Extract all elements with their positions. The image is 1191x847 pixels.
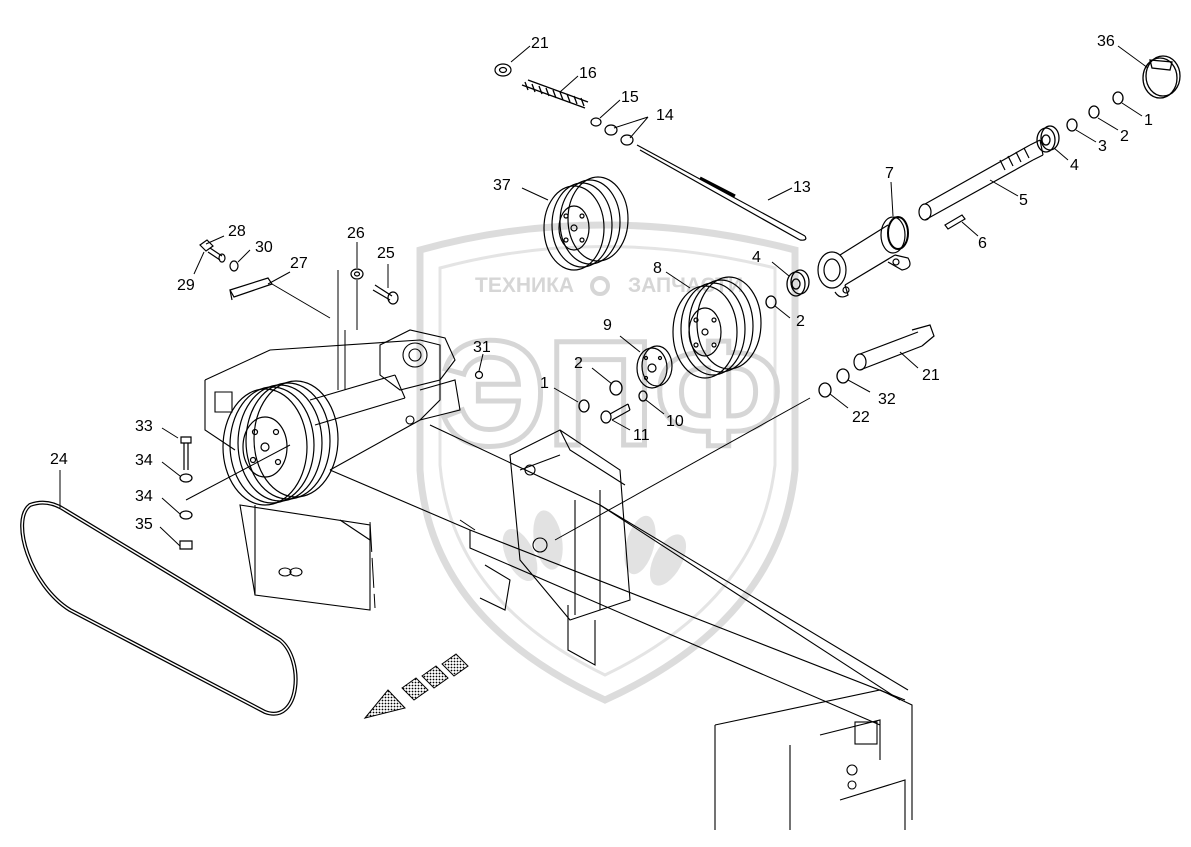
part-8-pulley [672,276,762,379]
watermark: ТЕХНИКА ЗАПЧАСТИ ЭПФ [416,221,799,704]
leader-lines [59,45,1149,609]
callout-8: 8 [653,260,662,277]
callout-9: 9 [603,317,612,334]
part-29-bolt-head [199,239,214,252]
part-34-washer-upper [179,473,193,483]
callout-6: 6 [978,235,987,252]
bolt-assembly-28-30 [199,239,239,272]
callout-35: 35 [135,516,153,533]
part-36-hose-clamp [1142,55,1181,99]
part-3-ring [1066,118,1078,132]
part-1-ring [1112,91,1124,105]
callout-5: 5 [1019,192,1028,209]
part-22-ring [818,382,832,398]
callout-22: 22 [852,409,870,426]
vertical-bolt-stack [179,436,193,550]
installed-pulley [222,380,339,506]
callout-29: 29 [177,277,195,294]
callout-12: 13 [793,179,811,196]
callout-32: 32 [878,391,896,408]
part-27-bracket [229,277,273,301]
part-31-pin [474,370,484,380]
upper-rings [765,91,1124,309]
callout-3: 3 [1098,138,1107,155]
part-26-nut [350,268,364,280]
part-15-spring [521,79,589,109]
gear-icon [590,276,610,296]
callout-31: 31 [473,339,491,356]
callout-36: 36 [1097,33,1115,50]
part-6-key [944,214,966,230]
small-washers [578,380,648,413]
part-4-bearing-lower [786,269,810,297]
callout-11: 11 [633,427,650,444]
callout-14: 15 [621,89,639,106]
part-16-nut [494,63,512,77]
part-13-nuts [604,124,634,146]
callout-7: 7 [885,165,894,182]
part-7-tensioner-arm [817,216,911,298]
callout-26: 26 [347,225,365,242]
callout-4-lower: 4 [752,249,761,266]
callout-2-mid: 2 [796,313,805,330]
part-2-ring-lower [765,295,777,309]
part-33-bolt-head [180,436,192,444]
part-1-ring [578,399,590,413]
part-28-washer [218,253,226,263]
part-4-bearing-upper [1036,125,1060,153]
callout-15: 16 [579,65,597,82]
part-37-pulley [543,176,629,271]
callout-1-lower: 1 [540,375,549,392]
callout-2-lower: 2 [574,355,583,372]
part-5-shaft [918,139,1044,221]
part-30-nut [229,260,239,272]
callout-37: 37 [493,177,511,194]
callout-24: 24 [50,451,68,468]
callout-21: 21 [922,367,940,384]
callout-30: 30 [255,239,273,256]
callout-1-upper: 1 [1144,112,1153,129]
pin-rings [818,368,850,398]
callout-10: 10 [666,413,684,430]
part-21-pin [853,324,935,371]
callout-labels: 21 16 15 14 13 7 5 6 4 3 2 1 36 37 8 4 2… [50,33,1153,533]
callout-34-upper: 34 [135,452,153,469]
callout-2-upper: 2 [1120,128,1129,145]
callout-27: 27 [290,255,308,272]
callout-33: 33 [135,418,153,435]
v-belt [20,500,298,716]
part-12-threaded-rod [636,144,807,241]
callout-28: 28 [228,223,246,240]
wheat-icon [502,510,687,586]
part-2-ring [1088,105,1100,119]
part-11-bolt [600,403,631,424]
part-2-washer [609,380,623,396]
part-34-washer-lower [179,510,193,520]
callout-25: 25 [377,245,395,262]
callout-4-upper: 4 [1070,157,1079,174]
part-35-nut [179,540,193,550]
watermark-left-word: ТЕХНИКА [475,274,574,297]
part-25-bolt [372,284,399,305]
part-14-washer [590,117,602,127]
callout-13: 14 [656,107,674,124]
part-32-ring [836,368,850,384]
part-10-washer [638,390,648,402]
callout-34-lower: 34 [135,488,153,505]
frame-beam [204,329,913,830]
callout-16: 21 [531,35,549,52]
direction-arrow [363,653,469,719]
part-9-hub-flange [636,345,673,389]
